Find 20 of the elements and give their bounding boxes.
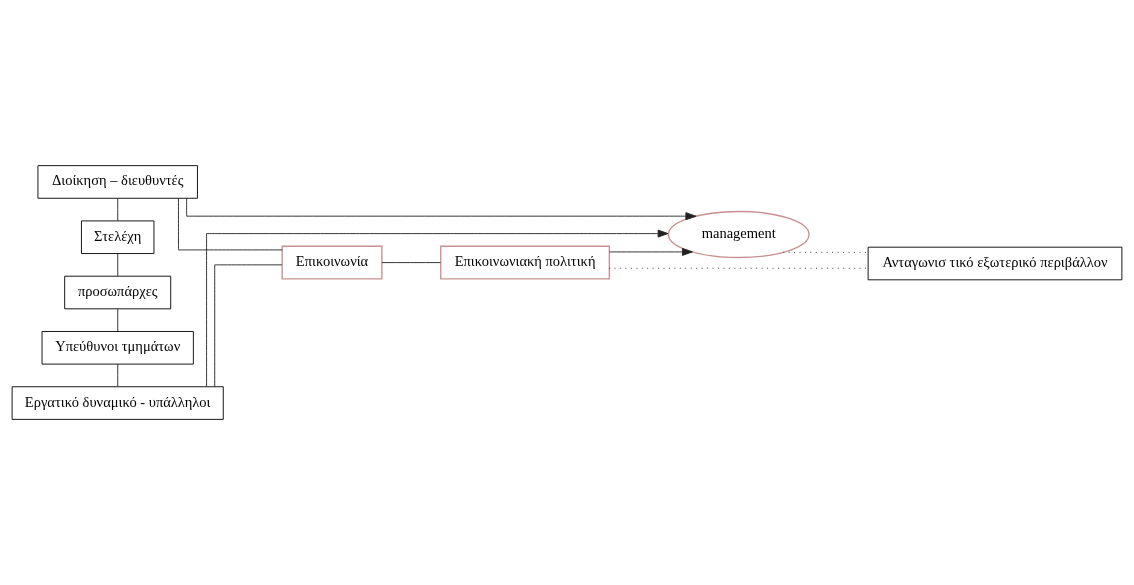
node-box: Ανταγωνισ τικό εξωτερικό περιβάλλον xyxy=(867,246,1123,281)
node-box: Εργατικό δυναμικό - υπάλληλοι xyxy=(11,386,224,420)
connector xyxy=(381,262,441,264)
node-box: Διοίκηση – διευθυντές xyxy=(37,165,198,199)
node-box: προσωπάρχες xyxy=(64,275,172,310)
connector xyxy=(117,363,119,387)
connector xyxy=(608,267,869,269)
connector xyxy=(117,198,119,222)
arrow xyxy=(186,197,697,221)
connector xyxy=(782,251,869,253)
node-box: Υπεύθυνοι τμημάτων xyxy=(41,331,194,365)
connector xyxy=(117,308,119,332)
connector xyxy=(214,264,283,388)
arrow xyxy=(206,229,669,387)
node-box: Επικοινωνιακή πολιτική xyxy=(440,245,610,280)
node-box: Επικοινωνία xyxy=(281,245,383,280)
connector xyxy=(117,253,119,277)
connector xyxy=(178,197,283,251)
arrow xyxy=(609,248,693,256)
node-box: Στελέχη xyxy=(81,220,155,254)
